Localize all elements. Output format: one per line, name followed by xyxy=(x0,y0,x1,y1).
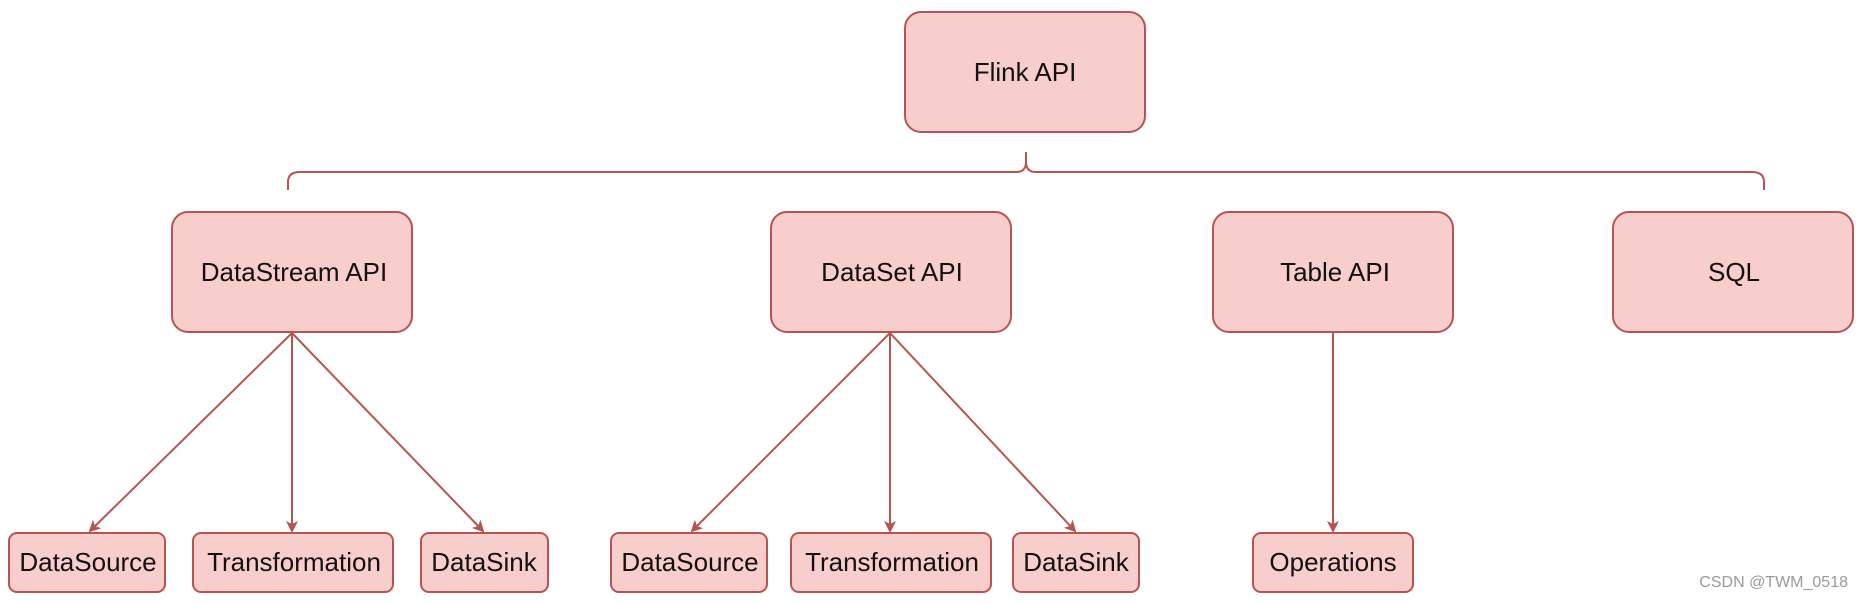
watermark-text: CSDN @TWM_0518 xyxy=(1699,574,1848,591)
arrow-datastream-to-datasource xyxy=(88,332,293,533)
node-dataset-transformation-label: Transformation xyxy=(805,547,979,577)
node-dataset-datasink: DataSink xyxy=(1012,532,1140,593)
node-table-operations: Operations xyxy=(1252,532,1414,593)
arrow-datastream-to-datasink xyxy=(291,332,485,533)
node-datastream-api: DataStream API xyxy=(171,211,413,333)
node-dataset-datasource: DataSource xyxy=(610,532,768,593)
node-datastream-datasink-label: DataSink xyxy=(431,547,537,577)
node-table-api-label: Table API xyxy=(1280,257,1390,287)
node-dataset-transformation: Transformation xyxy=(790,532,992,593)
node-datastream-transformation: Transformation xyxy=(192,532,394,593)
node-sql-label: SQL xyxy=(1708,257,1760,287)
node-dataset-datasource-label: DataSource xyxy=(621,547,758,577)
hierarchy-brace xyxy=(287,152,1765,190)
node-table-operations-label: Operations xyxy=(1269,547,1396,577)
node-datastream-datasource-label: DataSource xyxy=(19,547,156,577)
node-datastream-datasource: DataSource xyxy=(8,532,166,593)
node-sql: SQL xyxy=(1612,211,1854,333)
arrow-dataset-to-datasource xyxy=(690,332,891,533)
node-datastream-transformation-label: Transformation xyxy=(207,547,381,577)
node-dataset-api-label: DataSet API xyxy=(821,257,963,287)
arrow-dataset-to-datasink xyxy=(889,332,1077,533)
node-datastream-api-label: DataStream API xyxy=(201,257,387,287)
node-flink-api: Flink API xyxy=(904,11,1146,133)
node-datastream-datasink: DataSink xyxy=(420,532,549,593)
node-dataset-api: DataSet API xyxy=(770,211,1012,333)
node-table-api: Table API xyxy=(1212,211,1454,333)
node-flink-api-label: Flink API xyxy=(974,57,1077,87)
node-dataset-datasink-label: DataSink xyxy=(1023,547,1129,577)
